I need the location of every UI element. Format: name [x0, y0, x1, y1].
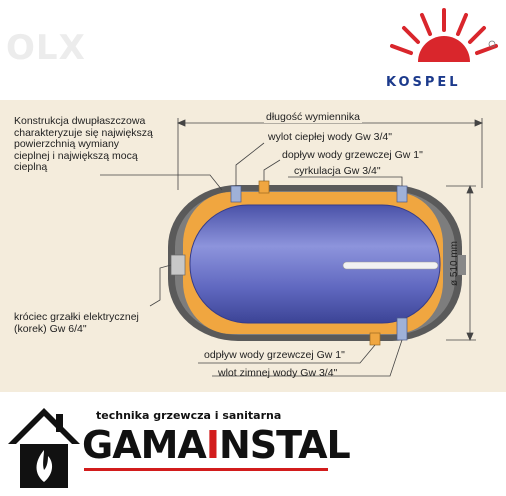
label-heating-water-inlet: dopływ wody grzewczej Gw 1" — [282, 149, 423, 161]
brand-accent: I — [205, 423, 220, 467]
label-hot-water-outlet: wylot ciepłej wody Gw 3/4" — [268, 131, 392, 143]
heater-port-line: króciec grzałki elektrycznej — [14, 311, 139, 323]
note-line: charakteryzuje się największą — [14, 126, 153, 139]
heater-plug — [170, 254, 186, 276]
inner-tank — [189, 204, 441, 324]
brand-suffix: NSTAL — [218, 423, 351, 467]
heating-inlet-port — [258, 180, 270, 194]
note-line: cieplną — [14, 161, 48, 173]
construction-note: Konstrukcja dwupłaszczowa charakteryzuje… — [14, 115, 153, 174]
note-line: powierzchnią wymiany — [14, 138, 120, 150]
label-exchanger-length: długość wymiennika — [264, 111, 362, 123]
diameter-dimension — [446, 184, 476, 342]
gamainstal-wordmark: GAMAINSTAL — [82, 423, 351, 467]
kospel-logo — [386, 8, 502, 65]
heater-port-line: (korek) Gw 6/4" — [14, 322, 87, 335]
brand-underline — [84, 468, 328, 471]
kospel-wordmark: KOSPEL — [386, 75, 461, 90]
note-line: cieplnej i największą mocą — [14, 149, 138, 162]
label-diameter: ø 510 mm — [449, 240, 461, 287]
heating-outlet-port — [369, 332, 381, 346]
length-dimension — [176, 118, 484, 190]
cold-water-port — [396, 317, 408, 341]
brand-prefix: GAMA — [82, 423, 207, 467]
sun-icon — [386, 8, 502, 65]
label-cold-water-inlet: wlot zimnej wody Gw 3/4" — [218, 367, 338, 379]
label-heating-water-outlet: odpływ wody grzewczej Gw 1" — [204, 349, 345, 361]
olx-watermark: OLX — [6, 28, 86, 68]
hot-water-port — [230, 185, 242, 203]
label-heater-port: króciec grzałki elektrycznej (korek) Gw … — [14, 311, 139, 335]
label-circulation: cyrkulacja Gw 3/4" — [294, 165, 381, 177]
circulation-port — [396, 185, 408, 203]
note-line: Konstrukcja dwupłaszczowa — [14, 115, 146, 127]
flame-icon — [36, 450, 53, 482]
heater-rod — [342, 261, 439, 270]
house-flame-logo — [8, 408, 80, 488]
gamainstal-tagline: technika grzewcza i sanitarna — [96, 409, 282, 422]
